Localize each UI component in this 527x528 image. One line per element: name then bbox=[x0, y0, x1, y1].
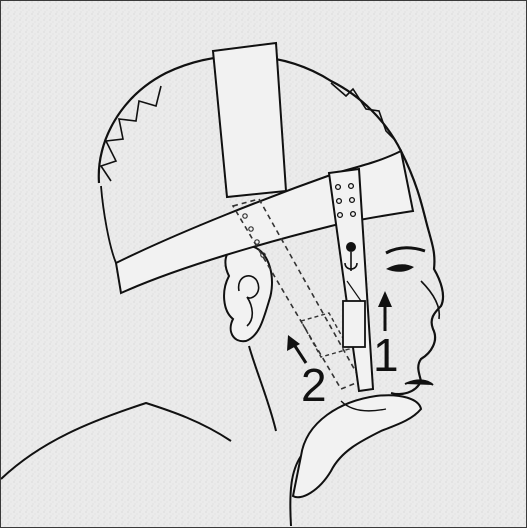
crown-strap bbox=[213, 43, 286, 197]
label-one: 1 bbox=[373, 329, 399, 381]
buckle-pin bbox=[346, 242, 356, 252]
label-two: 2 bbox=[301, 359, 327, 411]
buckle-clip bbox=[343, 301, 365, 347]
